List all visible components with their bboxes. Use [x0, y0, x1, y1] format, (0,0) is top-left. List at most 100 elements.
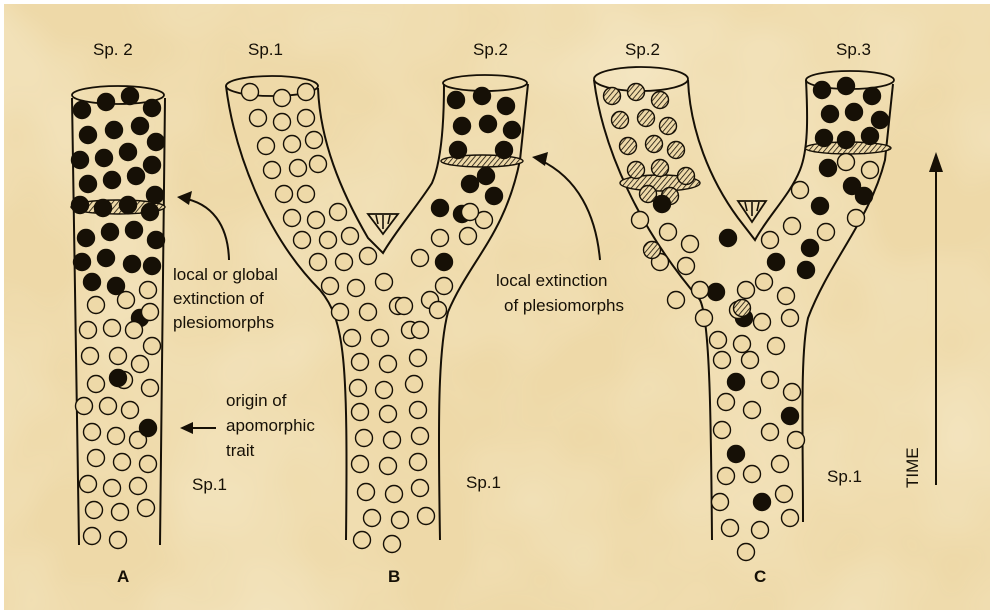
plesiomorphic-individual — [768, 338, 785, 355]
plesiomorphic-individual — [284, 136, 301, 153]
plesiomorphic-individual — [782, 310, 799, 327]
plesiomorphic-individual — [734, 336, 751, 353]
plesiomorphic-individual — [110, 348, 127, 365]
apomorphic-individual — [480, 116, 497, 133]
plesiomorphic-individual — [782, 510, 799, 527]
apomorphic-individual — [450, 142, 467, 159]
panel-a-top-label: Sp. 2 — [93, 40, 133, 59]
plesiomorphic-individual — [668, 292, 685, 309]
apomorphic-individual — [72, 197, 89, 214]
plesiomorphic-individual — [410, 454, 427, 471]
plesiomorphic-individual — [862, 162, 879, 179]
plesiomorphic-individual — [298, 110, 315, 127]
plesiomorphic-individual — [88, 297, 105, 314]
plesiomorphic-individual — [352, 456, 369, 473]
apomorphic-individual — [106, 122, 123, 139]
hatched-individual — [612, 112, 629, 129]
plesiomorphic-individual — [76, 398, 93, 415]
plesiomorphic-individual — [384, 536, 401, 553]
plesiomorphic-individual — [320, 232, 337, 249]
plesiomorphic-individual — [122, 402, 139, 419]
apomorphic-individual — [474, 88, 491, 105]
plesiomorphic-individual — [358, 484, 375, 501]
plesiomorphic-individual — [132, 356, 149, 373]
panel-a-extinction-line-3: plesiomorphs — [173, 313, 274, 332]
hatched-individual — [644, 242, 661, 259]
hatched-individual — [628, 84, 645, 101]
plesiomorphic-individual — [744, 402, 761, 419]
plesiomorphic-individual — [848, 210, 865, 227]
hatched-individual — [638, 110, 655, 127]
plesiomorphic-individual — [738, 282, 755, 299]
plesiomorphic-individual — [406, 376, 423, 393]
plesiomorphic-individual — [350, 380, 367, 397]
apomorphic-individual — [822, 106, 839, 123]
apomorphic-individual — [720, 230, 737, 247]
apomorphic-individual — [728, 446, 745, 463]
apomorphic-individual — [864, 88, 881, 105]
plesiomorphic-individual — [352, 404, 369, 421]
plesiomorphic-individual — [784, 384, 801, 401]
plesiomorphic-individual — [410, 402, 427, 419]
apomorphic-individual — [144, 157, 161, 174]
hatched-individual — [628, 162, 645, 179]
plesiomorphic-individual — [250, 110, 267, 127]
plesiomorphic-individual — [264, 162, 281, 179]
apomorphic-individual — [140, 420, 157, 437]
plesiomorphic-individual — [360, 248, 377, 265]
apomorphic-individual — [486, 188, 503, 205]
plesiomorphic-individual — [354, 532, 371, 549]
plesiomorphic-individual — [332, 304, 349, 321]
panel-b-extinction-line-2: of plesiomorphs — [504, 296, 624, 315]
plesiomorphic-individual — [138, 500, 155, 517]
plesiomorphic-individual — [274, 90, 291, 107]
plesiomorphic-individual — [380, 458, 397, 475]
plesiomorphic-individual — [718, 468, 735, 485]
panel-a-extinction-note: local or global extinction of plesiomorp… — [173, 265, 283, 332]
plesiomorphic-individual — [310, 254, 327, 271]
apomorphic-individual — [462, 176, 479, 193]
plesiomorphic-individual — [418, 508, 435, 525]
plesiomorphic-individual — [430, 302, 447, 319]
apomorphic-individual — [74, 254, 91, 271]
apomorphic-individual — [782, 408, 799, 425]
panel-c-top-label-right: Sp.3 — [836, 40, 871, 59]
apomorphic-individual — [148, 232, 165, 249]
panel-c-top-label-left: Sp.2 — [625, 40, 660, 59]
plesiomorphic-individual — [412, 480, 429, 497]
apomorphic-individual — [814, 82, 831, 99]
plesiomorphic-individual — [752, 522, 769, 539]
plesiomorphic-individual — [460, 228, 477, 245]
apomorphic-individual — [504, 122, 521, 139]
apomorphic-individual — [798, 262, 815, 279]
apomorphic-individual — [708, 284, 725, 301]
plesiomorphic-individual — [714, 422, 731, 439]
panel-a-extinction-line-1: local or global — [173, 265, 278, 284]
plesiomorphic-individual — [392, 512, 409, 529]
plesiomorphic-individual — [776, 486, 793, 503]
panel-c-bottom-label: Sp.1 — [827, 467, 862, 486]
plesiomorphic-individual — [376, 382, 393, 399]
apomorphic-individual — [728, 374, 745, 391]
apomorphic-individual — [120, 197, 137, 214]
plesiomorphic-individual — [754, 314, 771, 331]
panel-a-origin-line-2: apomorphic — [226, 416, 315, 435]
plesiomorphic-individual — [744, 466, 761, 483]
plesiomorphic-individual — [344, 330, 361, 347]
plesiomorphic-individual — [108, 428, 125, 445]
plesiomorphic-individual — [140, 456, 157, 473]
apomorphic-individual — [654, 196, 671, 213]
plesiomorphic-individual — [632, 212, 649, 229]
apomorphic-individual — [74, 102, 91, 119]
plesiomorphic-individual — [772, 456, 789, 473]
plesiomorphic-individual — [372, 330, 389, 347]
plesiomorphic-individual — [714, 352, 731, 369]
plesiomorphic-individual — [696, 310, 713, 327]
panel-b-extinction-line-1: local extinction — [496, 271, 608, 290]
plesiomorphic-individual — [142, 304, 159, 321]
apomorphic-individual — [838, 132, 855, 149]
plesiomorphic-individual — [462, 204, 479, 221]
apomorphic-individual — [754, 494, 771, 511]
panel-b-top-label-right: Sp.2 — [473, 40, 508, 59]
apomorphic-individual — [436, 254, 453, 271]
